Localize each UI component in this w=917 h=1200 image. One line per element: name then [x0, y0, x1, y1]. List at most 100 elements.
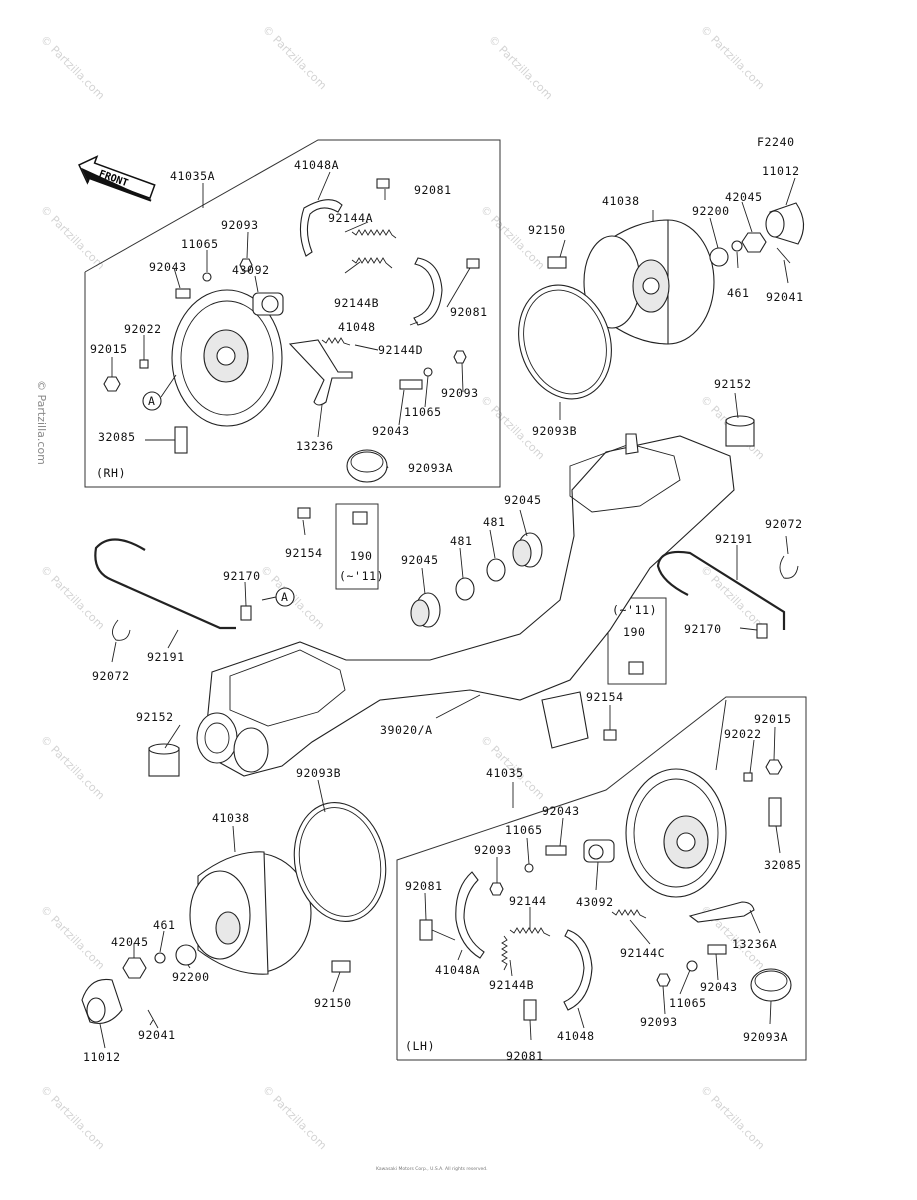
part-label: 92015: [90, 342, 128, 356]
part-label: 11012: [83, 1050, 121, 1064]
seal-92093A-lh: [750, 968, 792, 1002]
brake-shoe-lh-right: [563, 929, 593, 1011]
part-label: 92041: [138, 1028, 176, 1042]
part-label: 92015: [754, 712, 792, 726]
clip-92072-lh: [779, 555, 799, 579]
nut-42045-lh: [122, 957, 147, 979]
part-label: 92152: [714, 377, 752, 391]
part-label: 41048: [338, 320, 376, 334]
spring-92144B: [351, 257, 393, 269]
watermark: © Partzilla.com: [38, 733, 107, 802]
svg-text:A: A: [148, 394, 156, 408]
washer-11065-lh-b: [686, 960, 698, 972]
part-label: 92093A: [408, 461, 453, 475]
bolt-92154-rh: [297, 507, 311, 519]
part-label: 42045: [725, 190, 763, 204]
cotter-pin-92041-rh: [776, 247, 791, 264]
part-label: 92200: [172, 970, 210, 984]
ref-marker-a: A: [275, 587, 295, 607]
leader-lines: [99, 171, 796, 1049]
bolt-92150-lh: [331, 960, 351, 973]
part-label: 481: [450, 534, 473, 548]
brake-shoe-rh-upper: [299, 199, 343, 257]
footer-copyright: Kawasaki Motors Corp., U.S.A. All rights…: [376, 1166, 488, 1172]
washer-92022-lh: [743, 772, 753, 782]
rh-assembly-box: [84, 139, 501, 488]
brake-hose-92191-lh: [656, 550, 786, 630]
washer-92200-rh: [709, 247, 729, 267]
part-label: 92152: [136, 710, 174, 724]
part-label: 92191: [147, 650, 185, 664]
brake-lever-rh: [288, 339, 353, 406]
part-label: 481: [483, 515, 506, 529]
washer-92200-lh: [175, 944, 197, 966]
part-label: 92093: [474, 843, 512, 857]
part-labels: 41035A 41048A 92081 92144A 92093 11065 4…: [83, 158, 804, 1064]
part-label: 92093B: [296, 766, 341, 780]
part-label: 39020/A: [380, 723, 433, 737]
watermark: © Partzilla.com: [698, 23, 767, 92]
part-label: 92093: [441, 386, 479, 400]
part-label: 92045: [401, 553, 439, 567]
part-label: 92154: [285, 546, 323, 560]
part-label: 461: [153, 918, 176, 932]
clip-92081-lh-a: [419, 919, 433, 941]
callout-box-190-rh: [335, 503, 379, 590]
part-label: 11012: [762, 164, 800, 178]
bushing-92152-left: [148, 743, 180, 777]
pin-92043-lh: [545, 845, 567, 856]
svg-text:A: A: [281, 590, 289, 604]
part-label: 41038: [602, 194, 640, 208]
washer-11065-b: [423, 367, 433, 377]
part-label: 92081: [405, 879, 443, 893]
part-label: 92043: [542, 804, 580, 818]
wheel-cylinder-rh: [252, 292, 284, 316]
part-label: 92144A: [328, 211, 373, 225]
bearing-92045-upper: [512, 532, 543, 568]
part-label: 43092: [232, 263, 270, 277]
part-label: 32085: [98, 430, 136, 444]
nut-42045-rh: [741, 232, 767, 253]
part-label: 41048A: [435, 963, 480, 977]
clip-92081-upper: [376, 178, 390, 189]
callout-box-190-lh: [607, 597, 667, 685]
nut-92093-lh: [489, 882, 504, 896]
watermark: © Partzilla.com: [478, 203, 547, 272]
part-label: 190: [350, 549, 373, 563]
part-label: 11065: [404, 405, 442, 419]
watermark-side: © Partzilla.com: [35, 380, 48, 465]
nut-92015-lh: [765, 759, 783, 775]
part-label: 92072: [765, 517, 803, 531]
part-label: 92200: [692, 204, 730, 218]
part-label: 92093: [640, 1015, 678, 1029]
clip-92081-lh-b: [523, 999, 537, 1021]
brake-backing-plate-rh: [171, 289, 283, 427]
cap-11012-rh: [765, 202, 805, 245]
part-label: 92144: [509, 894, 547, 908]
part-label: 42045: [111, 935, 149, 949]
part-label: 92154: [586, 690, 624, 704]
clip-92081-lower: [466, 258, 480, 269]
front-arrow-icon: FRONT: [78, 155, 156, 202]
part-label: 92022: [724, 727, 762, 741]
part-label: 41038: [212, 811, 250, 825]
part-label: 92081: [506, 1049, 544, 1063]
part-label-note: (~'11): [612, 603, 657, 617]
nut-92015-rh: [103, 376, 121, 392]
wheel-cylinder-lh: [583, 839, 615, 863]
part-label: 92191: [715, 532, 753, 546]
watermark: © Partzilla.com: [38, 1083, 107, 1152]
part-label: 13236A: [732, 937, 777, 951]
part-label: 92043: [372, 424, 410, 438]
bushing-92152-right: [725, 415, 755, 447]
watermark: © Partzilla.com: [260, 23, 329, 92]
seal-ring-92093B-rh: [518, 284, 612, 400]
part-label: 92072: [92, 669, 130, 683]
bolt-92150-rh: [547, 256, 567, 269]
part-label: 11065: [181, 237, 219, 251]
part-label: 92041: [766, 290, 804, 304]
ref-marker-a: A: [142, 391, 162, 411]
part-label: 41048A: [294, 158, 339, 172]
part-label: 92144B: [334, 296, 379, 310]
